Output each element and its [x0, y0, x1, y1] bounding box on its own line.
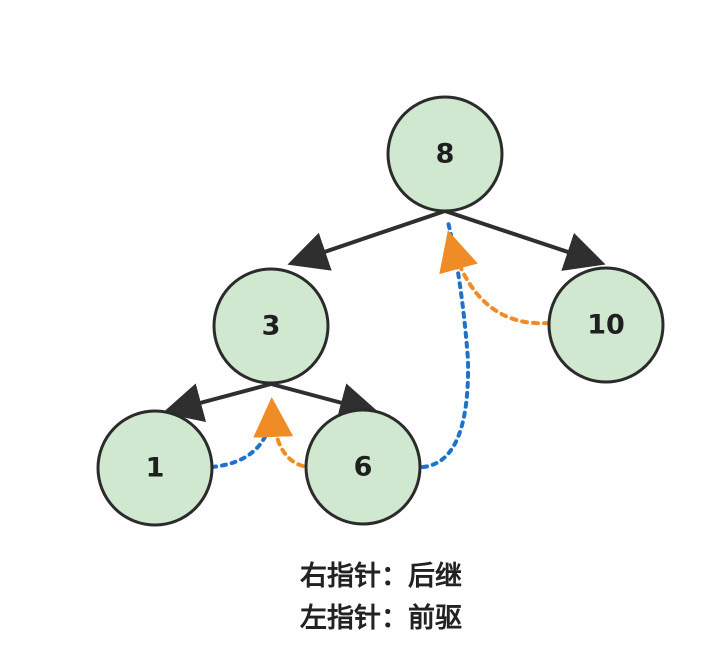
legend-left-pointer: 左指针：前驱: [300, 603, 462, 634]
node-label: 3: [262, 311, 281, 342]
tree-node-6: 6: [304, 408, 422, 526]
thread-6-predecessor: [253, 397, 305, 468]
node-label: 8: [436, 139, 455, 170]
edge-8-to-3: [287, 209, 446, 271]
thread-6-successor: [421, 220, 471, 469]
legend-right-pointer: 右指针：后继: [300, 561, 462, 592]
tree-node-8: 8: [386, 95, 504, 213]
thread-10-predecessor: [439, 230, 551, 326]
edge-8-to-10: [444, 209, 606, 271]
tree-node-1: 1: [96, 409, 214, 527]
node-label: 10: [587, 310, 625, 341]
thread-1-successor: [210, 403, 274, 469]
tree-node-10: 10: [547, 266, 665, 384]
edge-3-to-1: [162, 382, 272, 423]
node-label: 1: [146, 453, 165, 484]
edge-3-to-6: [270, 382, 380, 423]
node-label: 6: [354, 452, 373, 483]
tree-node-3: 3: [212, 267, 330, 385]
pointer-legend: 右指针：后继 左指针：前驱: [300, 556, 560, 640]
